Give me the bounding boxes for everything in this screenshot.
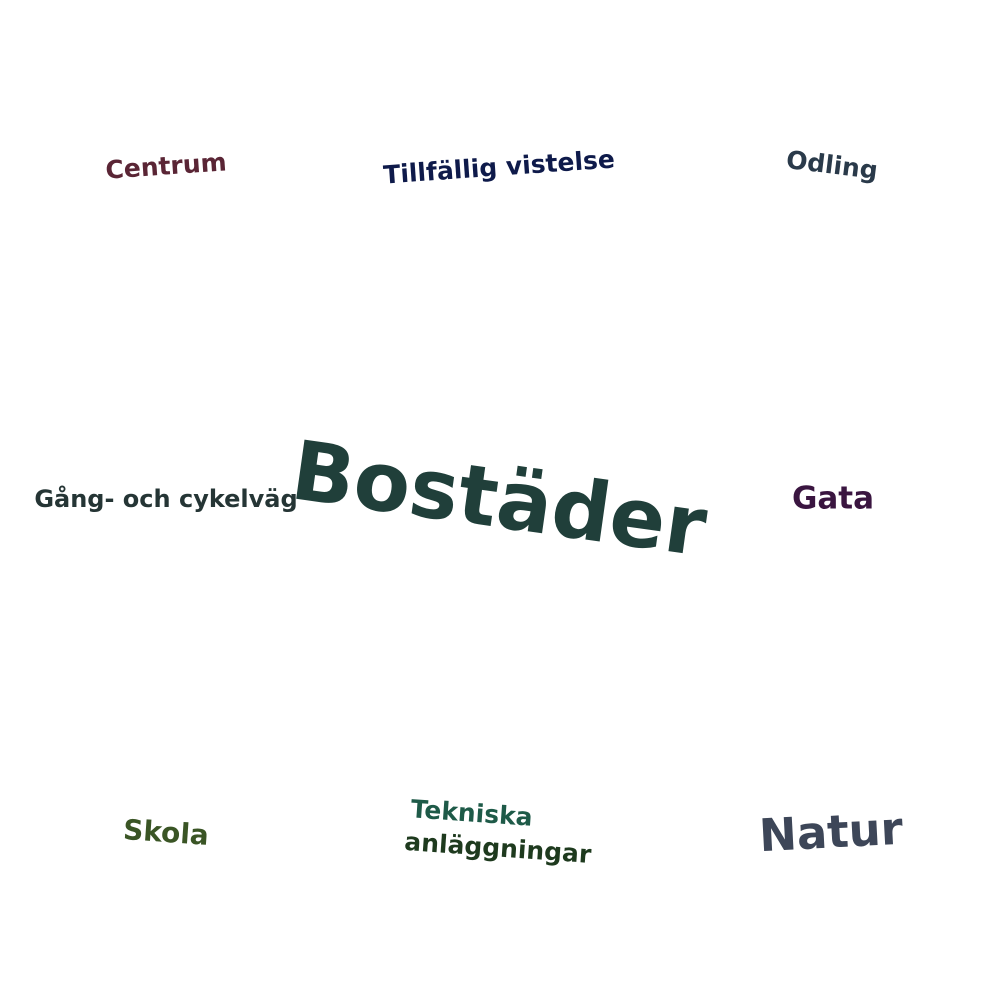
word-gata: Gata <box>791 480 875 517</box>
word-tillfallig-vistelse: Tillfällig vistelse <box>382 144 616 190</box>
word-natur: Natur <box>757 801 905 863</box>
word-gang-och-cykelvag: Gång- och cykelväg <box>34 485 298 513</box>
word-centrum: Centrum <box>104 147 228 185</box>
word-bostader: Bostäder <box>286 423 713 576</box>
word-skola: Skola <box>122 813 210 852</box>
word-odling: Odling <box>784 145 880 185</box>
word-tekniska-anlaggningar: Tekniska anläggningar <box>403 793 594 871</box>
